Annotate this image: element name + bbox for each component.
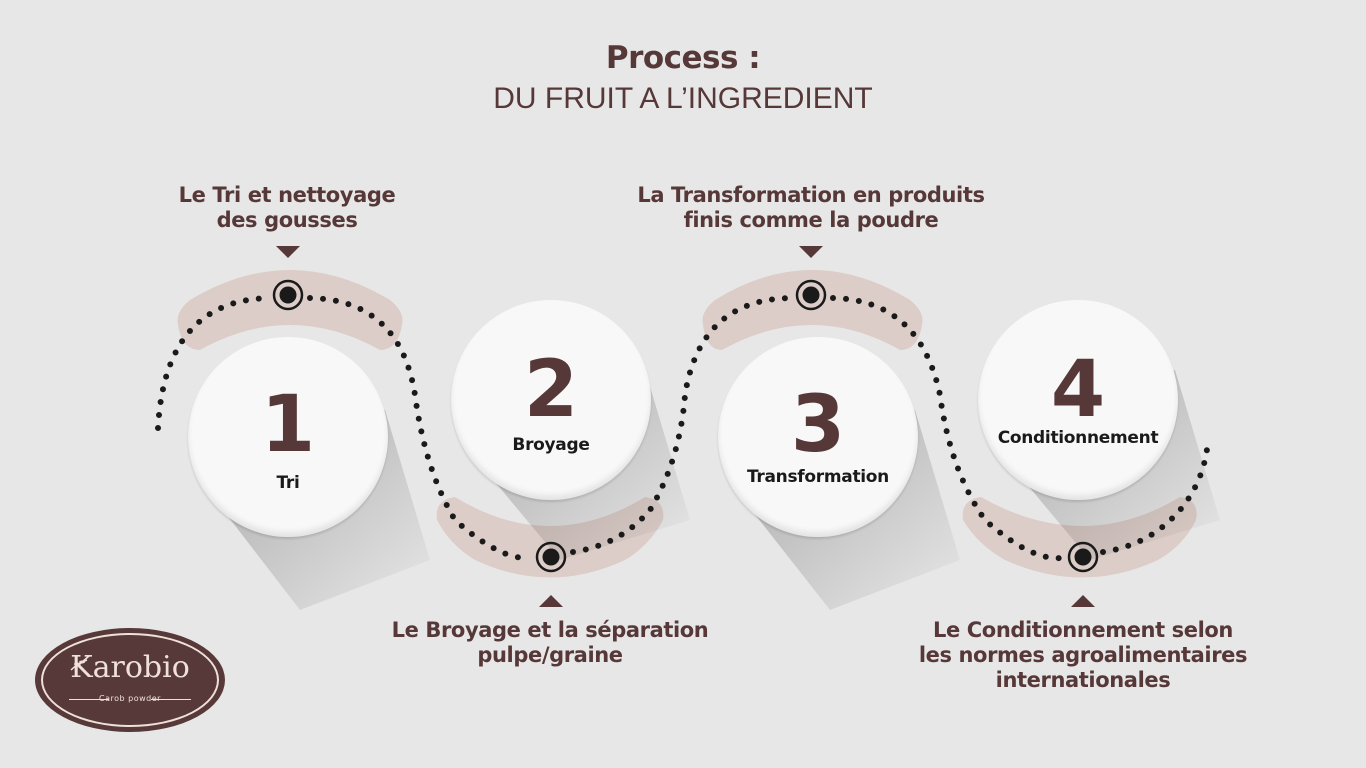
target-icon bbox=[535, 541, 567, 573]
arrow-up-icon bbox=[539, 595, 563, 607]
step-4-circle: 4 Conditionnement bbox=[978, 300, 1178, 500]
step-2-description: Le Broyage et la séparation pulpe/graine bbox=[391, 618, 709, 667]
step-3-description: La Transformation en produits finis comm… bbox=[637, 183, 985, 232]
target-icon bbox=[1067, 541, 1099, 573]
step-number: 3 bbox=[790, 380, 846, 470]
step-1-description: Le Tri et nettoyage des gousses bbox=[178, 183, 396, 232]
target-markers bbox=[272, 279, 1099, 573]
step-1-circle: 1 Tri bbox=[188, 337, 388, 537]
step-name: Broyage bbox=[512, 435, 590, 455]
step-name: Conditionnement bbox=[997, 428, 1159, 448]
step-4-description: Le Conditionnement selon les normes agro… bbox=[918, 618, 1248, 692]
page-subtitle: DU FRUIT A L’INGREDIENT bbox=[493, 82, 873, 115]
step-number: 2 bbox=[523, 345, 579, 435]
arrow-up-icon bbox=[1071, 595, 1095, 607]
wheat-icon bbox=[70, 659, 88, 671]
logo-name: Karobio bbox=[70, 650, 190, 685]
arrow-down-icon bbox=[799, 246, 823, 258]
page-title: Process : bbox=[605, 40, 761, 76]
step-name: Transformation bbox=[747, 467, 889, 487]
step-2-circle: 2 Broyage bbox=[451, 300, 651, 500]
step-3-circle: 3 Transformation bbox=[718, 337, 918, 537]
step-name: Tri bbox=[276, 473, 300, 493]
karobio-logo: Karobio Carob powder bbox=[35, 628, 225, 732]
target-icon bbox=[272, 279, 304, 311]
step-number: 1 bbox=[260, 380, 316, 470]
step-number: 4 bbox=[1050, 345, 1106, 435]
target-icon bbox=[795, 279, 827, 311]
dotted-path bbox=[155, 295, 1211, 562]
arrow-down-icon bbox=[276, 246, 300, 258]
logo-tagline: Carob powder bbox=[99, 694, 161, 703]
pointer-arrows bbox=[276, 246, 1095, 607]
